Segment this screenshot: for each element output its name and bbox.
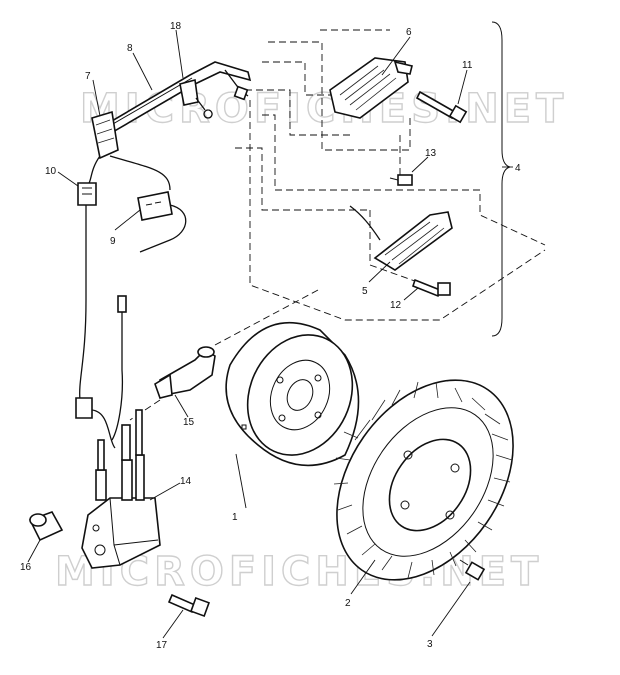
ignition-coil-upper — [329, 57, 413, 119]
callout-numbers: 1 2 3 4 5 6 7 8 9 10 11 12 13 14 15 16 1… — [20, 21, 521, 651]
flywheel — [225, 321, 360, 467]
leader-lines — [27, 29, 513, 639]
callout-15: 15 — [183, 417, 195, 428]
callout-3: 3 — [427, 639, 433, 650]
callout-14: 14 — [180, 476, 192, 487]
screw-3 — [459, 559, 486, 581]
spacer-16 — [28, 511, 64, 542]
assembly-dashed-lines — [129, 29, 546, 421]
callout-6: 6 — [406, 27, 412, 38]
callout-8: 8 — [127, 43, 133, 54]
callout-2: 2 — [345, 598, 351, 609]
callout-10: 10 — [45, 166, 57, 177]
callout-11: 11 — [462, 60, 473, 71]
connector-9 — [137, 191, 173, 221]
screw-13 — [389, 174, 413, 186]
callout-18: 18 — [170, 21, 182, 32]
callout-13: 13 — [425, 148, 437, 159]
callout-5: 5 — [362, 286, 368, 297]
wire-harness — [98, 61, 252, 138]
cdi-module — [81, 409, 161, 569]
bolt-12 — [412, 278, 451, 298]
callout-4: 4 — [515, 163, 521, 174]
bolt-17 — [167, 593, 210, 617]
callout-1: 1 — [232, 512, 238, 523]
bolt-11 — [415, 90, 468, 124]
callout-12: 12 — [390, 300, 402, 311]
cooling-fan — [333, 379, 514, 581]
ignition-coil-lower — [349, 205, 453, 271]
callout-7: 7 — [85, 71, 91, 82]
harness-clamp — [91, 110, 119, 160]
callout-9: 9 — [110, 236, 116, 247]
group-bracket — [491, 21, 511, 337]
spark-plug-cap — [154, 346, 216, 399]
callout-17: 17 — [156, 640, 168, 651]
callout-16: 16 — [20, 562, 32, 573]
